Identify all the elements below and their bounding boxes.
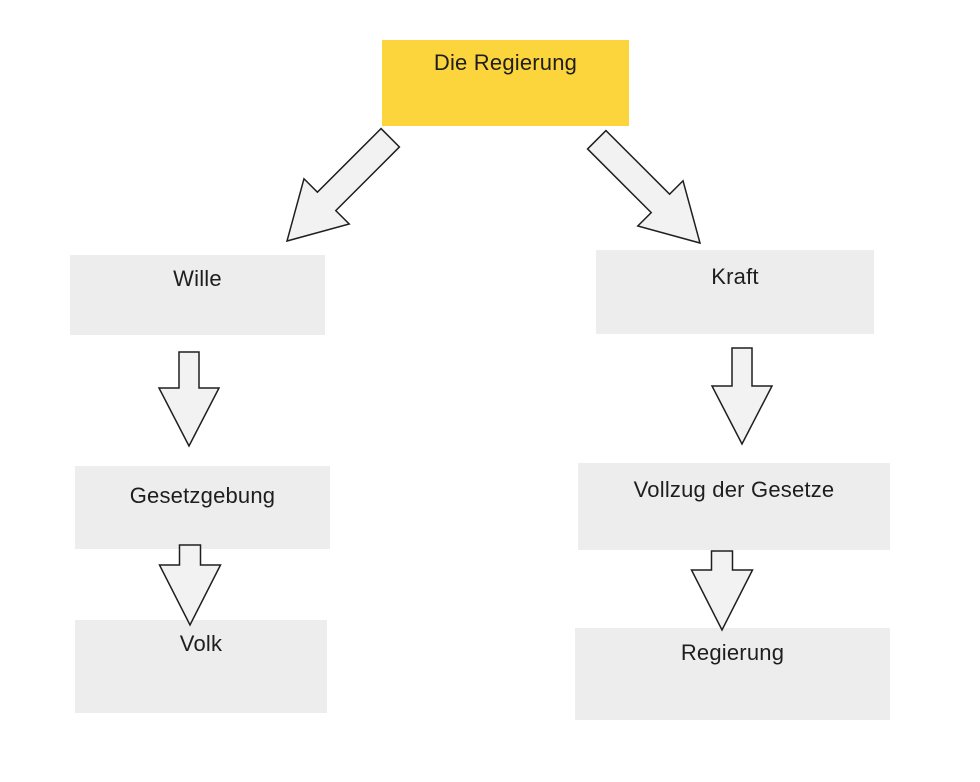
node-gesetzgebung: Gesetzgebung [75,466,330,549]
arrow-wille-to-gesetzgebung-icon [157,351,221,448]
node-volk: Volk [75,620,327,713]
node-wille: Wille [70,255,325,335]
arrow-kraft-to-vollzug-icon [710,347,774,446]
arrow-vollzug-to-regierung-icon [690,550,754,632]
node-die-regierung: Die Regierung [382,40,629,126]
node-regierung: Regierung [575,628,890,720]
arrow-die-regierung-to-kraft-icon [586,129,702,245]
arrow-die-regierung-to-wille-icon [285,127,401,243]
arrow-gesetzgebung-to-volk-icon [158,544,222,627]
node-vollzug-der-gesetze: Vollzug der Gesetze [578,463,890,550]
node-kraft: Kraft [596,250,874,334]
